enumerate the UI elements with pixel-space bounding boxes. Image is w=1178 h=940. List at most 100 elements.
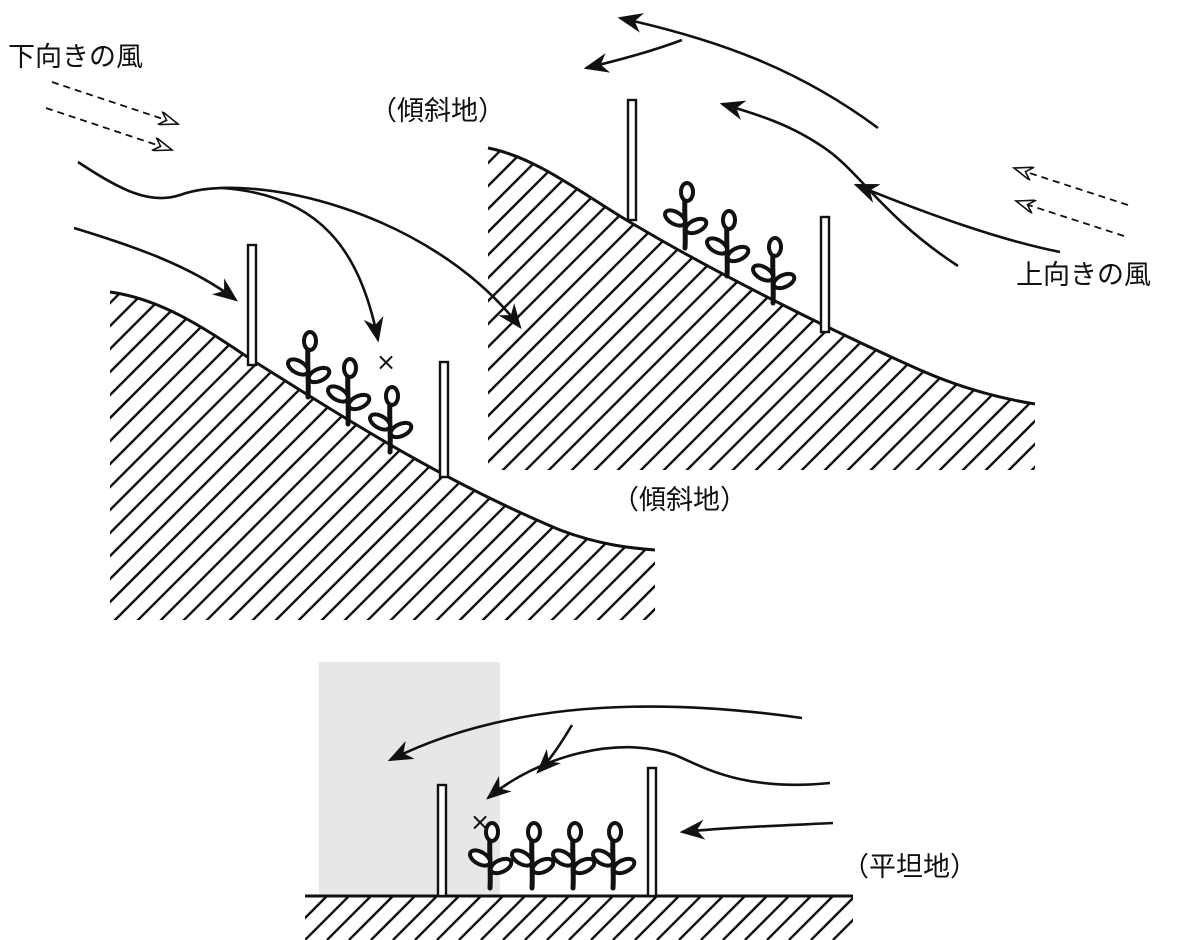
flat-calm-spot-marker: × (470, 808, 490, 836)
flat-ground-label: （平坦地） (842, 852, 977, 883)
hatch-line (488, 148, 558, 470)
hatch-line (488, 148, 650, 470)
hatch-line (886, 148, 1035, 470)
flat-fence-post-left (436, 783, 448, 898)
hatch-line (488, 148, 535, 470)
hatch-line (863, 148, 1035, 470)
hatch-line (656, 896, 702, 940)
hatch-line (932, 148, 1035, 470)
hatch-line (485, 292, 655, 620)
hatch-line (748, 148, 1035, 470)
left-calm-spot-marker: × (376, 348, 396, 376)
hatch-line (678, 896, 724, 940)
right-slope-plant-1 (662, 183, 708, 248)
hatch-line (110, 292, 111, 620)
hatch-line (305, 896, 306, 898)
flat-wind-flow-top (387, 705, 803, 762)
hatch-line (110, 292, 157, 620)
hatch-line (370, 896, 416, 940)
left-wind-flow-eddy (221, 186, 384, 343)
flat-fence-post-right (646, 766, 658, 898)
hatch-line (794, 148, 1035, 470)
hatch-line (546, 896, 592, 940)
slope-label-lower: （傾斜地） (612, 485, 747, 516)
upward-wind-label: 上向きの風 (1016, 260, 1151, 291)
left-slope-fence-post-lower (438, 360, 450, 479)
hatch-line (305, 896, 328, 920)
hatch-line (700, 896, 746, 940)
flat-ground-scene: × (305, 662, 899, 940)
hatch-line (612, 896, 658, 940)
left-slope-fence-post-upper (246, 243, 258, 367)
hatch-line (305, 896, 350, 940)
downward-wind-label: 下向きの風 (8, 42, 143, 73)
hatch-line (634, 896, 680, 940)
right-slope-fence-post-lower (819, 215, 831, 334)
hatch-line (110, 292, 226, 620)
hatch-line (462, 292, 655, 620)
hatch-line (348, 896, 394, 940)
hatch-line (502, 896, 548, 940)
left-slope-ground-line (109, 290, 656, 552)
right-slope-fence-post-upper (626, 98, 638, 222)
slope-label-upper: （傾斜地） (370, 96, 505, 127)
hatch-line (508, 292, 655, 620)
hatch-line (766, 896, 812, 940)
hatch-line (623, 292, 655, 620)
hatch-line (370, 292, 655, 620)
downward-wind-dashed-arrow-1 (51, 81, 178, 124)
hatch-line (855, 896, 899, 940)
flat-wind-flow-middle (486, 745, 831, 800)
flat-wind-flow-low (679, 819, 834, 840)
hatch-line (416, 292, 655, 620)
hatch-line (722, 896, 768, 940)
hatch-line (832, 918, 853, 940)
right-wind-flow-top (617, 13, 879, 130)
hatch-line (439, 292, 655, 620)
flat-plant-2 (509, 823, 555, 888)
flat-plant-4 (590, 823, 636, 888)
hatch-line (110, 292, 203, 620)
hatch-line (110, 292, 272, 620)
hatch-line (577, 292, 655, 620)
hatch-line (488, 148, 512, 470)
hatch-line (110, 292, 249, 620)
right-wind-flow-low (853, 183, 1061, 254)
hatch-line (744, 896, 790, 940)
hatch-line (488, 148, 604, 470)
hatch-line (955, 148, 1035, 470)
left-slope-plant-1 (285, 332, 331, 397)
hatch-line (326, 896, 372, 940)
hatch-line (488, 148, 581, 470)
hatch-line (531, 292, 655, 620)
hatch-line (458, 896, 504, 940)
hatch-line (1024, 148, 1035, 470)
hatch-line (480, 896, 526, 940)
hatch-line (392, 896, 438, 940)
left-slope-plant-3 (367, 387, 413, 452)
flat-wind-flow-eddy (536, 724, 574, 774)
hatch-line (788, 896, 834, 940)
right-slope-ground-line (487, 146, 1036, 406)
upward-wind-dashed-arrow-1 (1014, 168, 1129, 206)
right-wind-flow-branch (583, 38, 683, 73)
hatch-line (909, 148, 1035, 470)
upward-wind-dashed-arrow-2 (1016, 201, 1125, 237)
hatch-line (414, 896, 460, 940)
hatch-line (488, 148, 627, 470)
left-wind-flow-low (73, 226, 238, 302)
hatch-line (600, 292, 655, 620)
flat-ground-hatching (305, 896, 899, 940)
downward-wind-dashed-arrow-2 (45, 107, 172, 150)
hatch-line (568, 896, 614, 940)
hatch-line (554, 292, 655, 620)
left-slope-plant-2 (325, 359, 371, 424)
hatch-line (436, 896, 482, 940)
hatch-line (110, 292, 180, 620)
right-wind-flow-middle (719, 100, 959, 268)
hatch-line (810, 896, 853, 940)
left-wind-flow-top (77, 160, 522, 329)
hatch-line (524, 896, 570, 940)
left-slope-scene: × (45, 81, 656, 620)
